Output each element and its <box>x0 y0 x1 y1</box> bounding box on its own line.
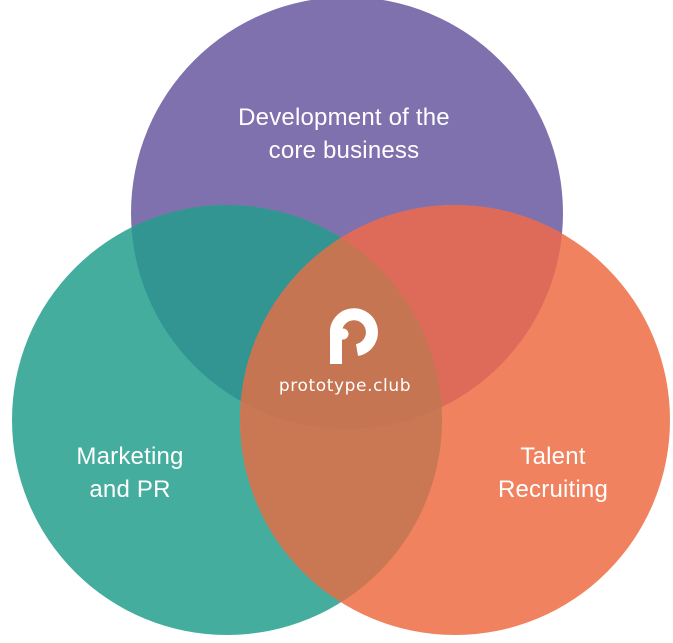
label-marketing-pr: Marketing and PR <box>76 443 184 503</box>
prototype-club-logo-icon <box>329 308 378 364</box>
brand-name: prototype.club <box>278 376 412 396</box>
label-core-business: Development of the core business <box>238 104 450 164</box>
label-talent-recruiting: Talent Recruiting <box>497 443 609 503</box>
